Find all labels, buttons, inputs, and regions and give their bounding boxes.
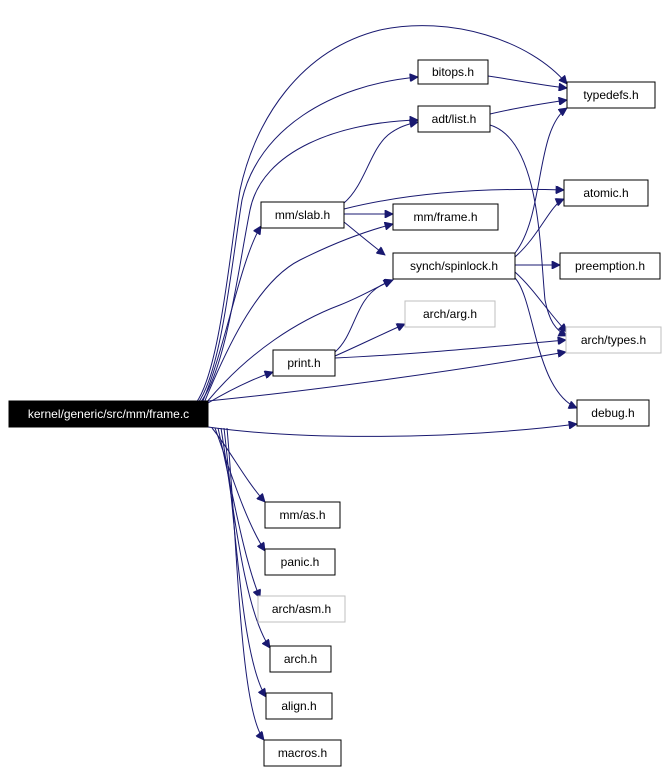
node-label-archasm: arch/asm.h (272, 602, 331, 616)
node-mmframe[interactable]: mm/frame.h (392, 203, 499, 231)
node-label-mmslab: mm/slab.h (275, 208, 330, 222)
edge-mmslab-adtlist (343, 122, 418, 204)
edge-print-archtypes (334, 340, 566, 359)
node-print[interactable]: print.h (272, 349, 336, 377)
node-archasm[interactable]: arch/asm.h (257, 595, 346, 623)
edge-root-adtlist (199, 120, 418, 404)
edge-print-archarg (334, 324, 405, 357)
edge-root-arch (220, 427, 270, 648)
node-arch[interactable]: arch.h (269, 645, 332, 673)
node-typedefs[interactable]: typedefs.h (566, 81, 656, 109)
edge-root-archasm (217, 427, 260, 598)
edge-root-bitops (197, 77, 418, 404)
node-mmas[interactable]: mm/as.h (264, 501, 341, 529)
node-label-panic: panic.h (281, 555, 320, 569)
edge-root-typedefs (195, 25, 567, 404)
node-root[interactable]: kernel/generic/src/mm/frame.c (8, 400, 209, 428)
node-debug[interactable]: debug.h (576, 399, 650, 427)
node-bitops[interactable]: bitops.h (417, 59, 489, 85)
node-align[interactable]: align.h (265, 692, 333, 720)
node-label-preemption: preemption.h (575, 259, 645, 273)
edge-mmslab-atomic (343, 189, 564, 210)
node-label-arch: arch.h (284, 652, 317, 666)
edge-root-panic (214, 427, 265, 551)
edge-root-mmframe (203, 224, 393, 404)
edge-adtlist-typedefs (489, 100, 567, 115)
edge-root-macros (226, 427, 264, 740)
node-archarg[interactable]: arch/arg.h (404, 300, 496, 328)
node-label-macros: macros.h (278, 746, 327, 760)
edge-root-debug (207, 424, 577, 437)
edge-adtlist-archtypes (489, 124, 567, 337)
node-label-atomic: atomic.h (583, 186, 628, 200)
edge-bitops-typedefs (487, 75, 567, 88)
node-label-archtypes: arch/types.h (581, 333, 646, 347)
node-preemption[interactable]: preemption.h (559, 252, 661, 280)
edge-root-spinlock (205, 280, 393, 404)
node-panic[interactable]: panic.h (264, 548, 336, 576)
node-label-adtlist: adt/list.h (432, 112, 477, 126)
edge-root-print (207, 372, 273, 404)
edge-root-archtypes (207, 352, 566, 402)
edge-spinlock-debug (514, 277, 577, 408)
node-label-bitops: bitops.h (432, 65, 474, 79)
nodes-layer: kernel/generic/src/mm/frame.c bitops.h t… (8, 59, 662, 767)
node-atomic[interactable]: atomic.h (563, 179, 649, 207)
node-spinlock[interactable]: synch/spinlock.h (392, 252, 516, 280)
node-label-spinlock: synch/spinlock.h (410, 259, 498, 273)
edges-layer (195, 25, 577, 740)
node-archtypes[interactable]: arch/types.h (565, 326, 662, 354)
node-mmslab[interactable]: mm/slab.h (260, 201, 345, 229)
node-label-align: align.h (281, 699, 316, 713)
edge-root-align (223, 427, 266, 697)
node-label-mmframe: mm/frame.h (413, 210, 477, 224)
edge-root-mmslab (201, 226, 261, 404)
node-label-archarg: arch/arg.h (423, 307, 477, 321)
edge-spinlock-atomic (514, 199, 564, 258)
node-adtlist[interactable]: adt/list.h (417, 105, 491, 133)
node-label-debug: debug.h (591, 406, 634, 420)
node-label-mmas: mm/as.h (279, 508, 325, 522)
node-macros[interactable]: macros.h (263, 739, 342, 767)
node-label-root: kernel/generic/src/mm/frame.c (28, 407, 189, 421)
node-label-print: print.h (287, 356, 320, 370)
edge-spinlock-typedefs (514, 108, 567, 254)
edge-spinlock-archtypes (514, 271, 567, 332)
edge-print-spinlock (334, 279, 392, 353)
edge-mmslab-spinlock (343, 221, 385, 255)
node-label-typedefs: typedefs.h (583, 88, 638, 102)
